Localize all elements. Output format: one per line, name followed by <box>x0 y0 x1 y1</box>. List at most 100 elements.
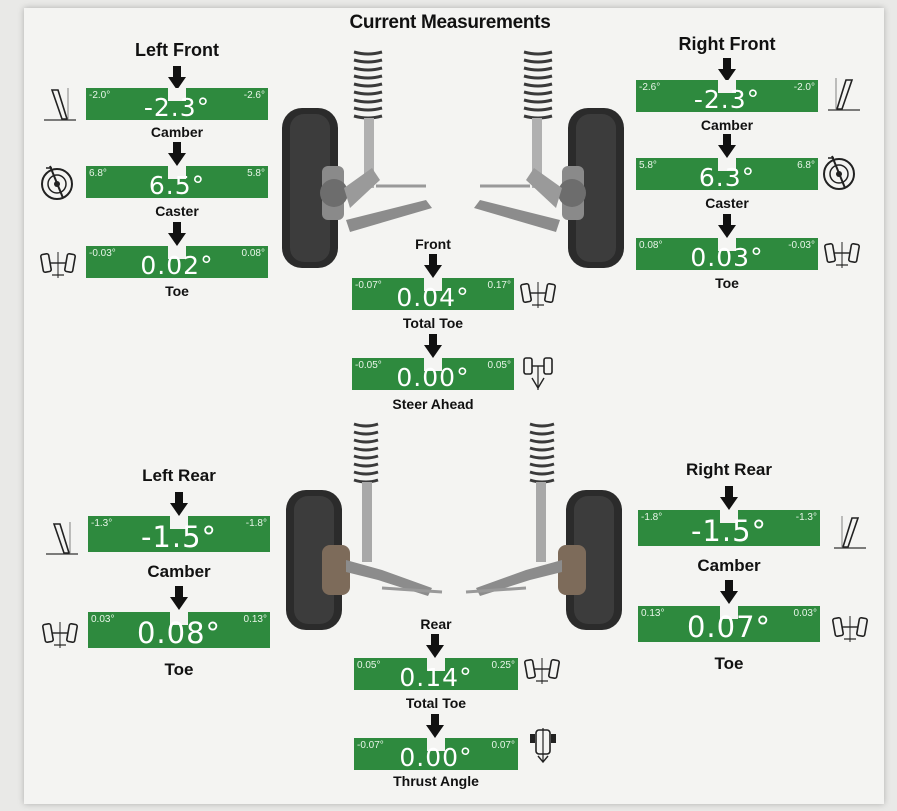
gauge-value: 0.14° <box>399 663 473 690</box>
camber-diagram-icon <box>43 87 77 121</box>
gauge-min: -2.6° <box>639 82 661 93</box>
camber-diagram-icon <box>833 515 867 549</box>
left-front-camber-gauge: -2.0° -2.6° -2.3° <box>86 88 268 120</box>
gauge-max: -2.0° <box>793 82 815 93</box>
front-total-toe-label: Total Toe <box>402 315 464 331</box>
gauge-value: 0.07° <box>686 610 772 642</box>
right-rear-toe-arrow-icon <box>720 580 738 604</box>
gauge-value: 0.08° <box>136 616 222 648</box>
front-total-toe-gauge: -0.07° 0.17° 0.04° <box>352 278 514 310</box>
gauge-min: -0.07° <box>355 280 382 291</box>
total-toe-icon <box>520 281 556 309</box>
gauge-max: -0.03° <box>788 240 815 251</box>
right-rear-toe-label: Toe <box>714 654 744 673</box>
gauge-min: -0.05° <box>355 360 382 371</box>
toe-diagram-icon <box>42 621 78 649</box>
left-front-caster-gauge: 6.8° 5.8° 6.5° <box>86 166 268 198</box>
left-front-label: Left Front <box>135 40 219 60</box>
gauge-value: 0.00° <box>399 743 473 770</box>
gauge-max: 0.07° <box>491 740 515 751</box>
thrust-angle-label: Thrust Angle <box>393 773 479 789</box>
gauge-value: -2.3° <box>693 85 761 112</box>
gauge-value: 0.04° <box>396 283 470 310</box>
gauge-min: 0.05° <box>357 660 381 671</box>
toe-diagram-icon <box>824 241 860 269</box>
gauge-max: 0.03° <box>793 608 817 619</box>
left-front-caster-label: Caster <box>155 203 199 219</box>
right-front-camber-gauge: -2.6° -2.0° -2.3° <box>636 80 818 112</box>
gauge-min: 0.03° <box>91 614 115 625</box>
right-front-caster-label: Caster <box>705 195 749 211</box>
thrust-angle-arrow-icon <box>426 714 444 738</box>
right-front-caster-arrow-icon <box>718 134 736 158</box>
gauge-value: 0.00° <box>396 363 470 390</box>
left-rear-toe-gauge: 0.03° 0.13° 0.08° <box>88 612 270 648</box>
caster-wheel-icon <box>823 155 855 190</box>
gauge-max: 0.13° <box>243 614 267 625</box>
gauge-value: 6.3° <box>698 163 756 190</box>
rear-total-toe-arrow-icon <box>426 634 444 658</box>
right-front-toe-arrow-icon <box>718 214 736 238</box>
right-rear-camber-arrow-icon <box>720 486 738 510</box>
gauge-min: 0.13° <box>641 608 665 619</box>
gauge-min: -2.0° <box>89 90 111 101</box>
gauge-min: 0.08° <box>639 240 663 251</box>
right-front-caster-gauge: 5.8° 6.8° 6.3° <box>636 158 818 190</box>
front-total-toe-arrow-icon <box>424 254 442 278</box>
gauge-value: 0.03° <box>690 243 764 270</box>
gauge-max: 5.8° <box>247 168 265 179</box>
steer-ahead-label: Steer Ahead <box>392 396 474 412</box>
caster-wheel-icon <box>41 165 73 200</box>
gauge-min: 6.8° <box>89 168 107 179</box>
gauge-max: 0.17° <box>487 280 511 291</box>
left-front-camber-label: Camber <box>150 124 204 140</box>
page-title: Current Measurements <box>349 12 551 33</box>
rear-label: Rear <box>420 616 452 632</box>
gauge-max: 6.8° <box>797 160 815 171</box>
gauge-min: -1.8° <box>641 512 663 523</box>
right-rear-camber-gauge: -1.8° -1.3° -1.5° <box>638 510 820 546</box>
thrust-angle-gauge: -0.07° 0.07° 0.00° <box>354 738 518 770</box>
rear-total-toe-gauge: 0.05° 0.25° 0.14° <box>354 658 518 690</box>
left-rear-toe-arrow-icon <box>170 586 188 610</box>
steer-ahead-gauge: -0.05° 0.05° 0.00° <box>352 358 514 390</box>
gauge-value: 0.02° <box>140 251 214 278</box>
gauge-min: 5.8° <box>639 160 657 171</box>
camber-diagram-icon <box>827 77 861 111</box>
front-label: Front <box>415 236 451 252</box>
left-rear-label: Left Rear <box>142 466 216 485</box>
right-front-camber-arrow-icon <box>718 58 736 82</box>
gauge-value: -2.3° <box>143 93 211 120</box>
steer-ahead-icon <box>523 357 553 390</box>
right-front-label: Right Front <box>678 34 776 54</box>
gauge-max: -2.6° <box>243 90 265 101</box>
right-front-toe-label: Toe <box>715 275 739 291</box>
right-front-camber-label: Camber <box>700 117 754 133</box>
gauge-max: 0.25° <box>491 660 515 671</box>
thrust-angle-icon <box>530 728 556 764</box>
toe-diagram-icon <box>832 615 868 643</box>
gauge-min: -0.07° <box>357 740 384 751</box>
gauge-value: 6.5° <box>148 171 206 198</box>
camber-diagram-icon <box>45 521 79 555</box>
gauge-max: 0.05° <box>487 360 511 371</box>
gauge-max: -1.3° <box>795 512 817 523</box>
left-rear-camber-gauge: -1.3° -1.8° -1.5° <box>88 516 270 552</box>
total-toe-icon <box>524 657 560 685</box>
left-front-toe-gauge: -0.03° 0.08° 0.02° <box>86 246 268 278</box>
left-front-toe-arrow-icon <box>168 222 186 246</box>
toe-diagram-icon <box>40 251 76 279</box>
left-rear-camber-arrow-icon <box>170 492 188 516</box>
left-front-toe-label: Toe <box>165 283 189 299</box>
gauge-min: -1.3° <box>91 518 113 529</box>
right-rear-toe-gauge: 0.13° 0.03° 0.07° <box>638 606 820 642</box>
rear-total-toe-label: Total Toe <box>405 695 467 711</box>
gauge-value: -1.5° <box>690 514 768 546</box>
gauge-min: -0.03° <box>89 248 116 259</box>
right-front-toe-gauge: 0.08° -0.03° 0.03° <box>636 238 818 270</box>
left-front-caster-arrow-icon <box>168 142 186 166</box>
right-rear-label: Right Rear <box>686 460 772 479</box>
left-rear-camber-label: Camber <box>147 562 211 581</box>
steer-ahead-arrow-icon <box>424 334 442 358</box>
left-front-camber-arrow-icon <box>168 66 186 90</box>
